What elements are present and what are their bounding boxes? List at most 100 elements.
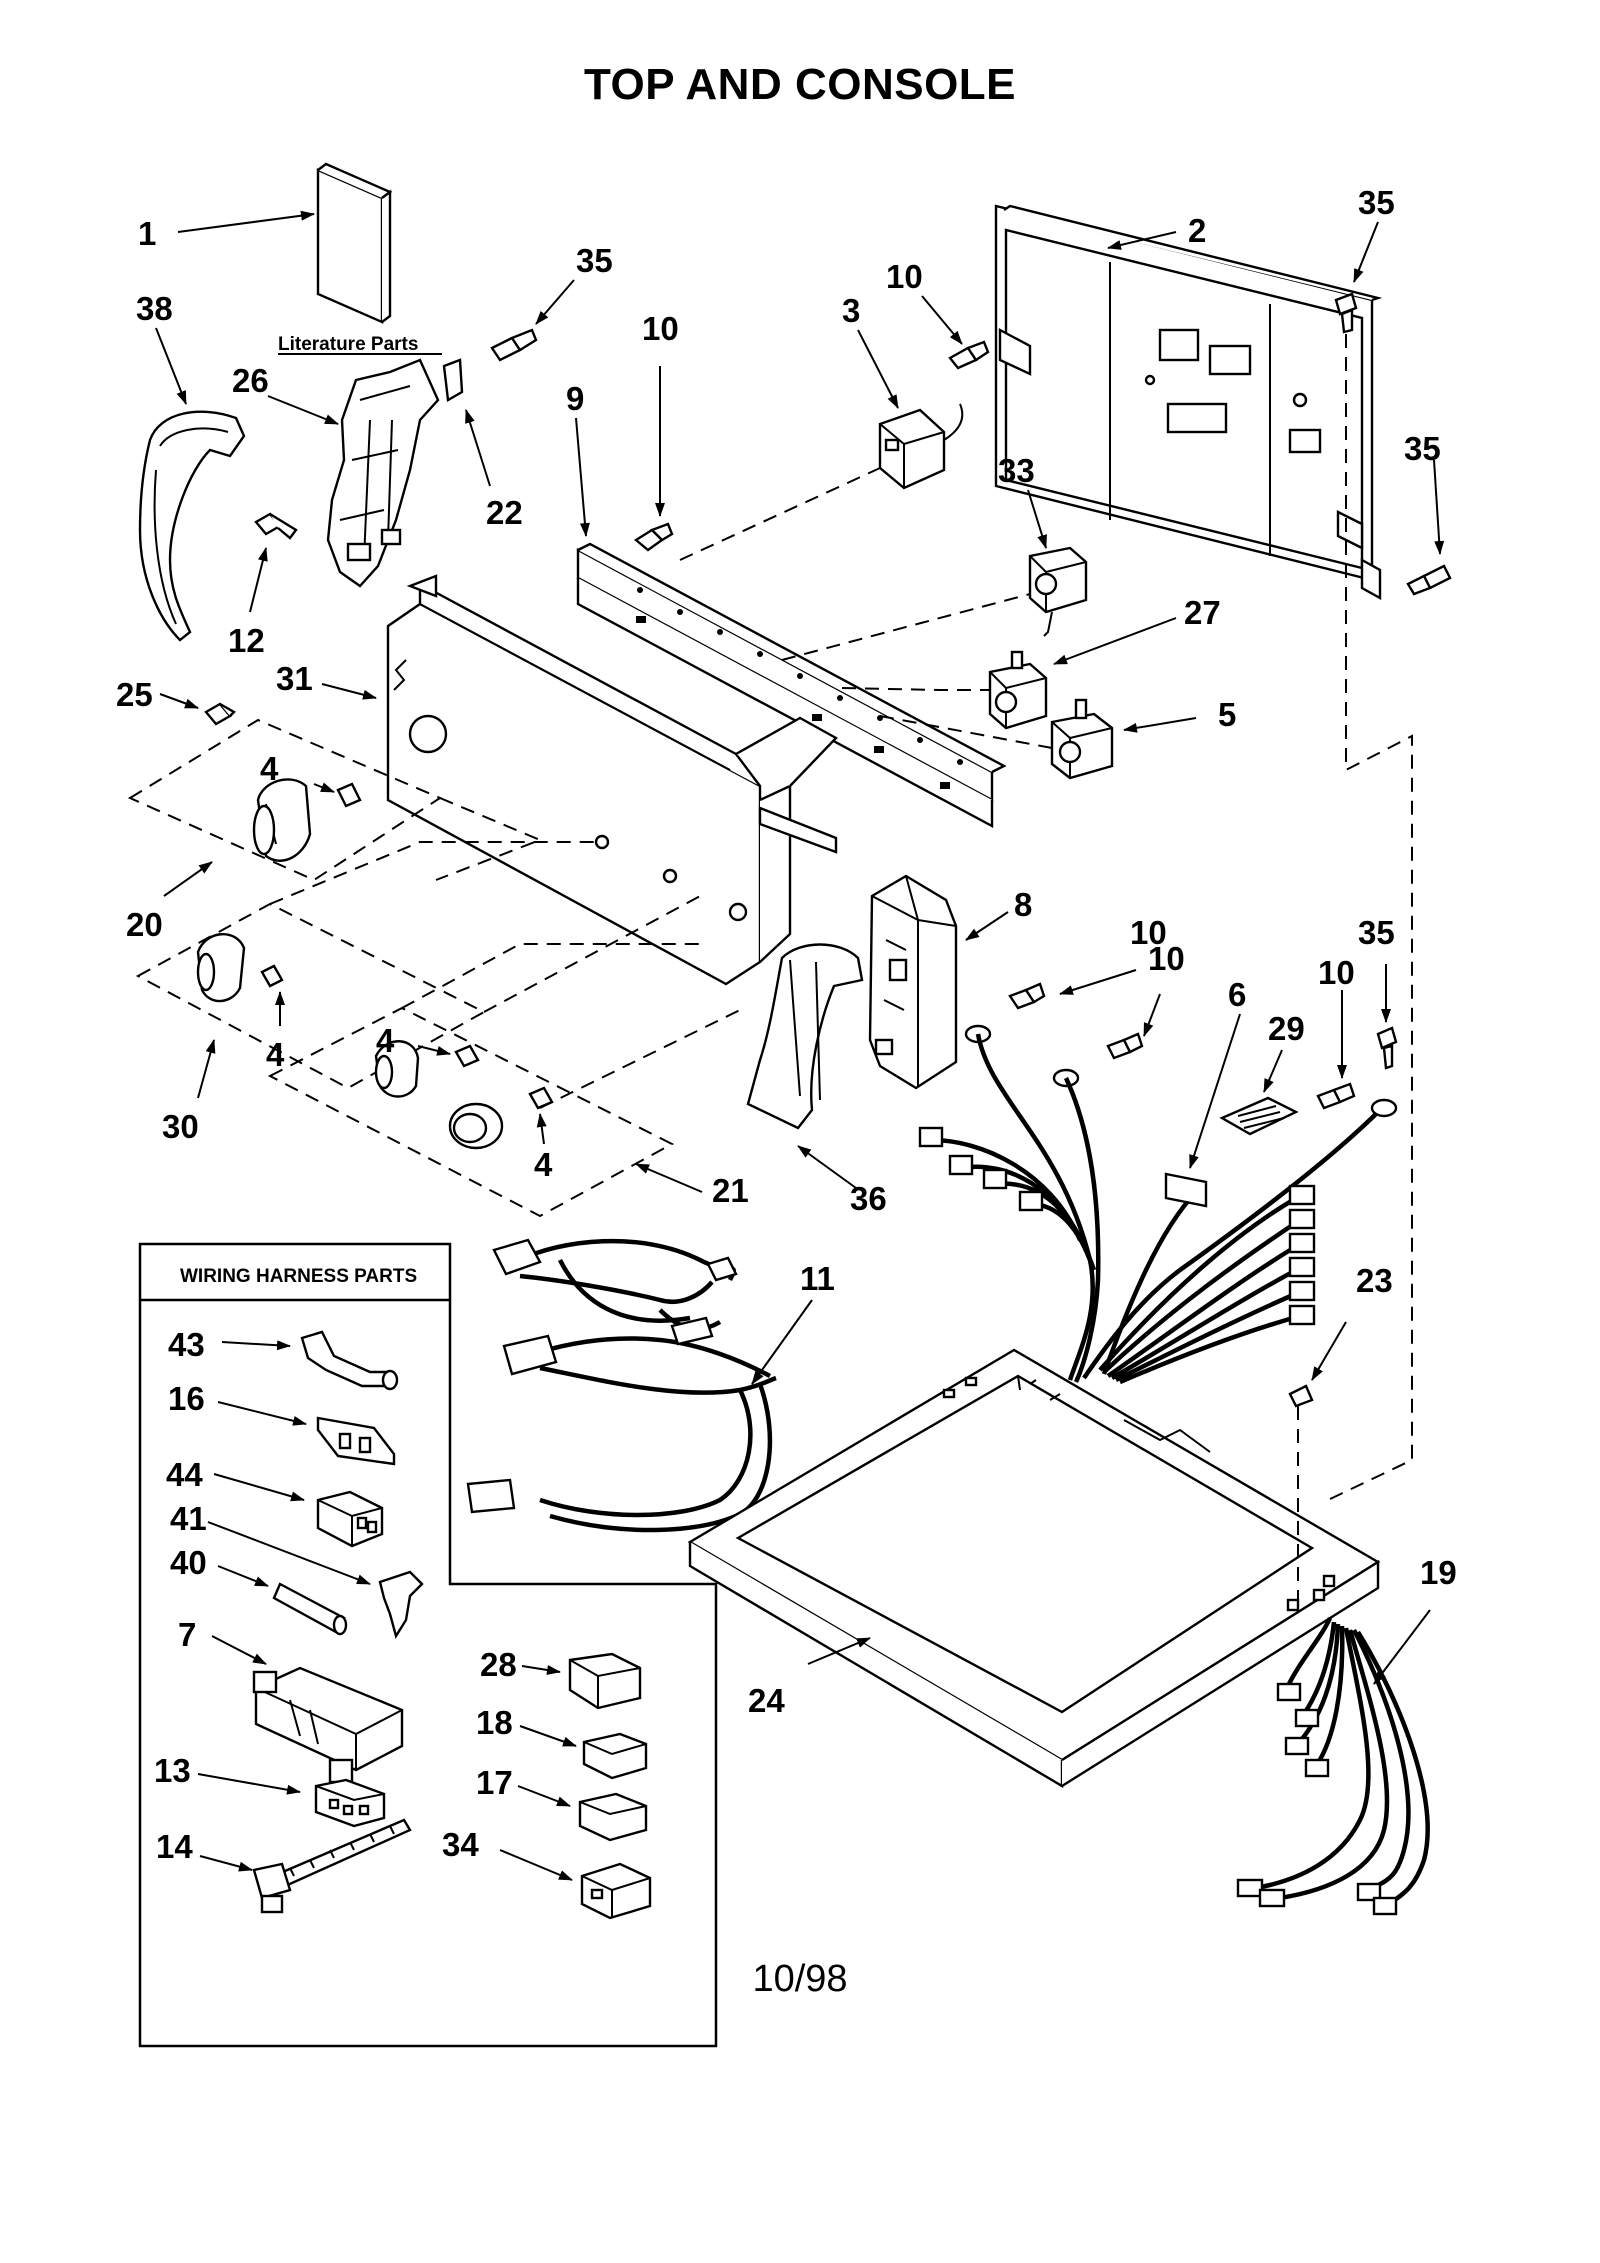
callout-10-a: 10: [642, 310, 679, 347]
callout-22: 22: [486, 494, 523, 531]
knob-20: [252, 778, 312, 862]
screw-10-c: [964, 982, 1046, 1044]
connector-block-7: [252, 1666, 404, 1784]
callout-21: 21: [712, 1172, 749, 1209]
clip-4-d: [528, 1086, 554, 1110]
callout-30: 30: [162, 1108, 199, 1145]
page-title: TOP AND CONSOLE: [583, 60, 1017, 109]
callout-4-b: 4: [266, 1036, 285, 1073]
callout-36: 36: [850, 1180, 887, 1217]
clip-4-b: [260, 964, 284, 988]
callout-11: 11: [800, 1260, 835, 1297]
callout-12: 12: [228, 622, 265, 659]
connector-13: [314, 1778, 386, 1828]
screw-10-e: [1316, 1082, 1356, 1110]
clip-4-c: [454, 1044, 480, 1068]
callout-34: 34: [442, 1826, 479, 1863]
screw-10-b: [948, 340, 990, 370]
harness-6-connectors: [918, 1098, 1398, 1326]
terminal-43: [300, 1330, 399, 1391]
end-cap-8: [868, 874, 958, 1090]
connector-28: [568, 1652, 642, 1710]
callout-10-c: 10: [1148, 940, 1185, 977]
callout-4-c: 4: [376, 1022, 395, 1059]
harness-box-title: WIRING HARNESS PARTS: [180, 1266, 417, 1287]
screw-35-top-right: [1334, 292, 1358, 334]
callout-26: 26: [232, 362, 269, 399]
callout-5: 5: [1218, 696, 1236, 733]
callout-6: 6: [1228, 976, 1246, 1013]
callout-4-a: 4: [260, 750, 279, 787]
callout-23: 23: [1356, 1262, 1393, 1299]
footer-date: 10/98: [752, 1958, 848, 2000]
callout-16: 16: [168, 1380, 205, 1417]
switch-27: [988, 650, 1048, 730]
callout-9: 9: [566, 380, 584, 417]
callout-40: 40: [170, 1544, 207, 1581]
callout-10-f: 10: [1130, 914, 1167, 951]
connector-16: [316, 1416, 396, 1466]
screw-25: [204, 702, 236, 726]
screw-12: [254, 512, 298, 540]
console-panel-2: [994, 204, 1383, 601]
knob-21-b: [448, 1102, 504, 1150]
callout-41: 41: [170, 1500, 207, 1537]
top-panel-24: [687, 1348, 1381, 1789]
switch-3: [878, 403, 964, 490]
callout-35-a: 35: [576, 242, 613, 279]
screw-35-left: [490, 328, 538, 362]
console-housing-31: [386, 574, 838, 986]
callout-28: 28: [480, 1646, 517, 1683]
connector-18: [582, 1732, 648, 1780]
callout-29: 29: [1268, 1010, 1305, 1047]
end-cap-handle-38: [138, 410, 246, 642]
callout-8: 8: [1014, 886, 1032, 923]
clip-22: [442, 358, 464, 402]
callout-4-d: 4: [534, 1146, 553, 1183]
wire-harness-11: [518, 1238, 777, 1533]
screw-10-a: [633, 522, 674, 552]
callout-44: 44: [166, 1456, 203, 1493]
callout-20: 20: [126, 906, 163, 943]
switch-33: [1028, 546, 1088, 637]
callout-25: 25: [116, 676, 153, 713]
callout-3: 3: [842, 292, 860, 329]
callout-10-b: 10: [886, 258, 923, 295]
callout-38: 38: [136, 290, 173, 327]
knob-21-a: [374, 1040, 420, 1098]
callout-35-b: 35: [1358, 184, 1395, 221]
connector-44: [316, 1490, 384, 1548]
callout-13: 13: [154, 1752, 191, 1789]
screw-35-lower: [1376, 1026, 1398, 1070]
switch-5: [1050, 698, 1114, 780]
wire-harness-6: [931, 1033, 1382, 1385]
sleeve-40: [272, 1582, 348, 1636]
callout-35-c: 35: [1404, 430, 1441, 467]
callout-17: 17: [476, 1764, 513, 1801]
connector-34: [580, 1862, 652, 1920]
callout-2: 2: [1188, 212, 1206, 249]
callout-24: 24: [748, 1682, 785, 1719]
clip-4-a: [336, 782, 362, 808]
literature-parts-label: Literature Parts: [278, 334, 418, 355]
callout-35-d: 35: [1358, 914, 1395, 951]
callout-33: 33: [998, 452, 1035, 489]
connector-17: [578, 1792, 648, 1842]
clip-23: [1288, 1384, 1314, 1408]
wiring-harness-parts-box: [138, 1242, 718, 2048]
knob-30: [196, 932, 246, 1003]
cable-tie-14: [252, 1818, 412, 1914]
console-end-bracket-26: [326, 358, 440, 588]
callout-14: 14: [156, 1828, 193, 1865]
screw-35-right: [1406, 564, 1452, 596]
callout-7: 7: [178, 1616, 196, 1653]
wire-harness-19: [1255, 1617, 1430, 1908]
harness-11-connectors: [466, 1238, 738, 1514]
callout-43: 43: [168, 1326, 205, 1363]
harness-19-connectors: [1236, 1682, 1398, 1916]
callout-31: 31: [276, 660, 313, 697]
end-cap-handle-36: [746, 943, 864, 1130]
literature-booklet: [316, 162, 393, 324]
label-29: [1219, 1096, 1299, 1136]
